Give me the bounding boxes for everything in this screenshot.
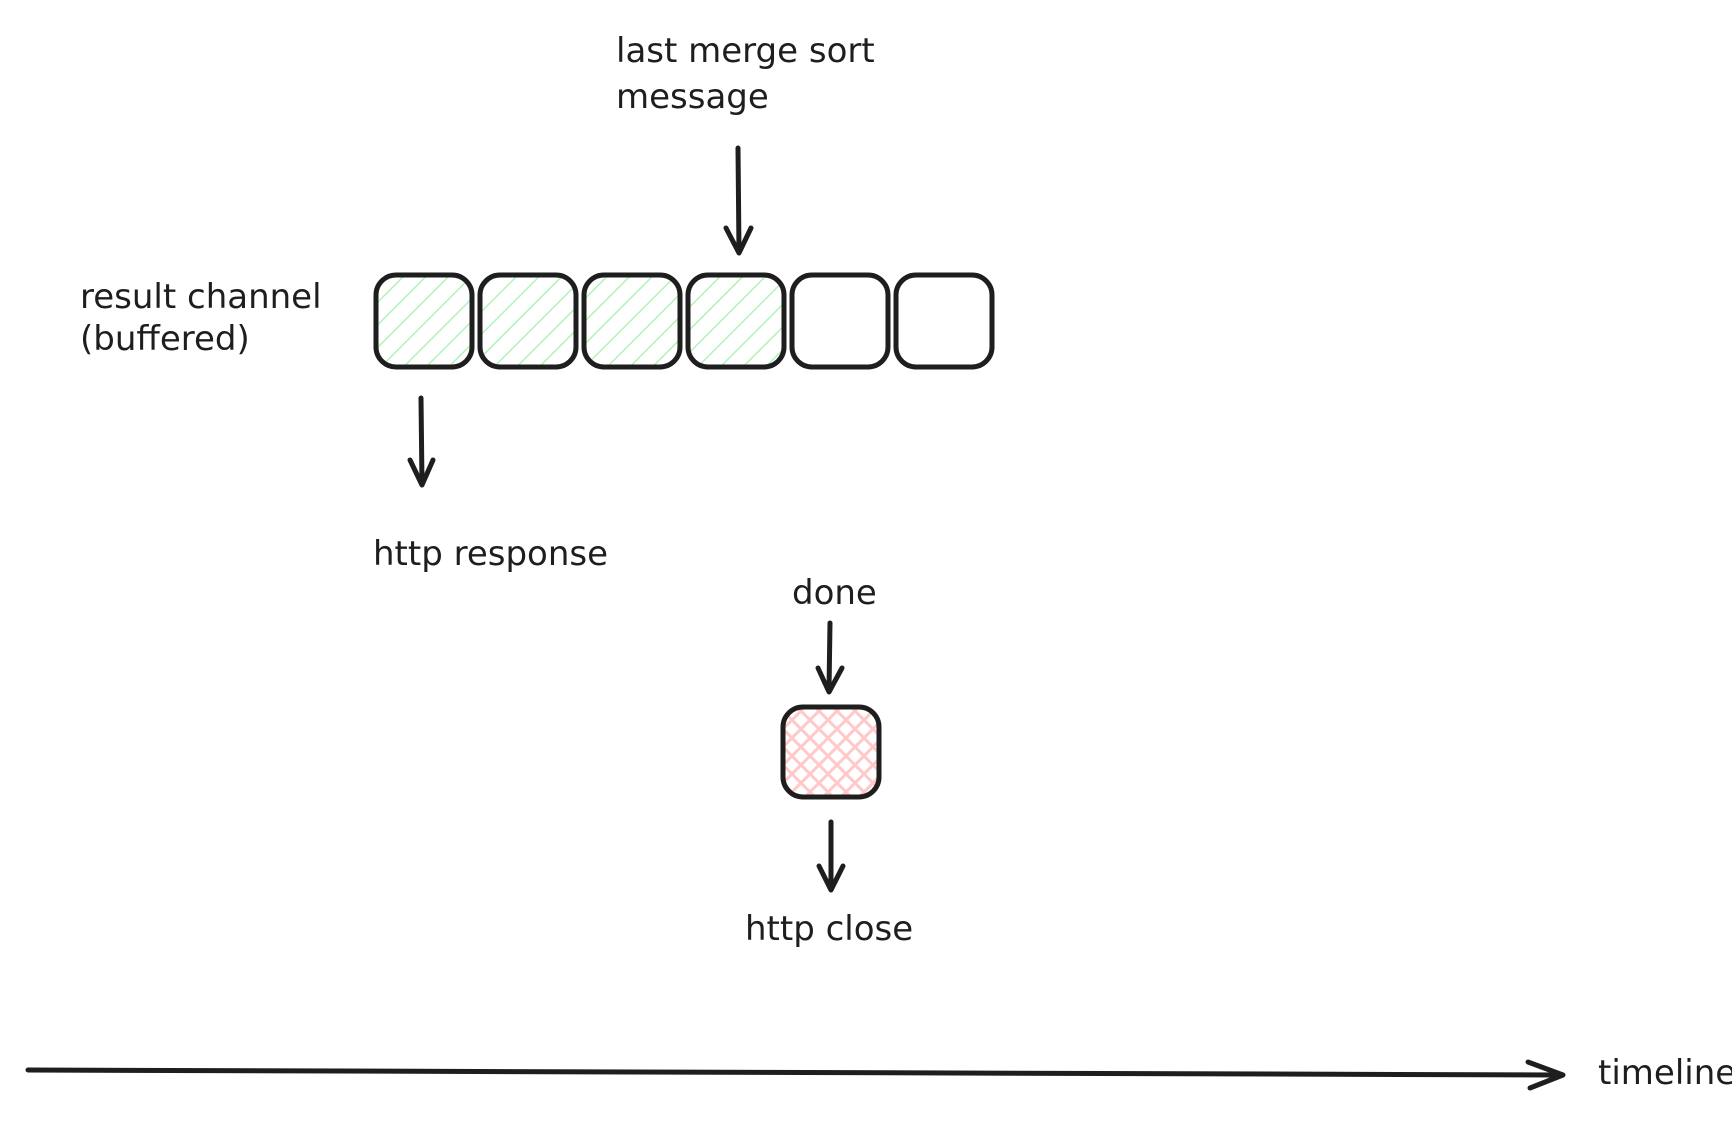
buffer-cell-hatch — [480, 275, 576, 367]
result-channel-buffer — [373, 272, 995, 370]
result-channel-label-line1: result channel — [80, 277, 322, 317]
http-response-arrow — [407, 395, 436, 488]
http-response-label: http response — [373, 534, 608, 574]
http-close-arrow — [816, 819, 846, 893]
done-arrow — [815, 620, 845, 695]
buffer-cell-5 — [789, 272, 891, 370]
buffer-cell-hatch — [688, 275, 784, 367]
last-merge-sort-label-line2: message — [616, 77, 769, 117]
buffer-cell-2 — [477, 272, 579, 370]
buffer-cell-4 — [685, 272, 787, 370]
done-label: done — [792, 573, 877, 613]
buffer-cell-6 — [893, 272, 995, 370]
http-close-label: http close — [745, 909, 913, 949]
timeline-arrow — [25, 1059, 1566, 1091]
buffer-cell-outline — [581, 272, 683, 370]
buffer-cell-outline — [477, 272, 579, 370]
buffer-cell-3 — [581, 272, 683, 370]
buffer-cell-outline — [373, 272, 475, 370]
result-channel-label-line2: (buffered) — [80, 319, 250, 359]
buffer-cell-hatch — [584, 275, 680, 367]
done-cell — [780, 704, 882, 800]
buffer-cell-1 — [373, 272, 475, 370]
buffer-cell-outline — [685, 272, 787, 370]
buffer-cell-outline — [893, 272, 995, 370]
buffer-cell-hatch — [376, 275, 472, 367]
timeline-label: timeline — [1598, 1053, 1732, 1093]
last-merge-sort-label-line1: last merge sort — [616, 31, 875, 71]
buffer-cell-outline — [789, 272, 891, 370]
last-merge-sort-arrow — [723, 145, 754, 256]
